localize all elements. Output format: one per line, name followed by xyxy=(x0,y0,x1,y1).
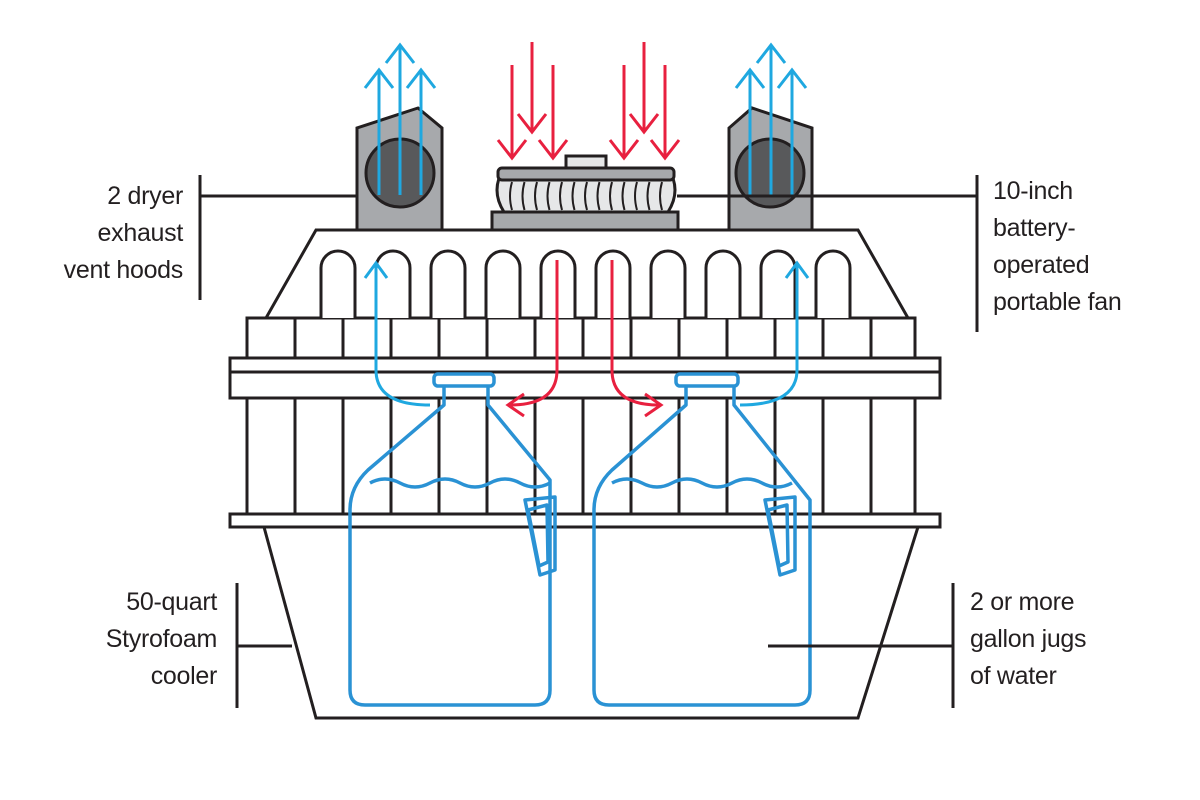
fan-grill-fin xyxy=(609,181,613,211)
cool-air-out-arrows-right xyxy=(734,42,808,195)
lid-wall xyxy=(245,396,917,516)
hot-air-flow-left xyxy=(505,260,559,418)
hot-air-in-arrows xyxy=(496,42,681,161)
arrow-head xyxy=(608,139,640,161)
label-cooler: 50-quart Styrofoam cooler xyxy=(105,588,218,690)
fan-grill-fin xyxy=(571,181,576,211)
lid-slot xyxy=(374,249,412,318)
fan-grill-fin xyxy=(596,181,601,211)
hot-air-flow-right xyxy=(610,260,664,418)
arrow-head xyxy=(496,139,528,161)
label-water-jugs: 2 or more gallon jugs of water xyxy=(970,588,1087,690)
lid-slot xyxy=(759,249,797,318)
fan-grill-fin xyxy=(521,181,526,211)
arrow-head xyxy=(516,113,548,135)
fan-grill-fin xyxy=(621,181,626,211)
arrow-head xyxy=(405,67,437,89)
fan-grill-fin xyxy=(584,181,588,211)
lid-ribs xyxy=(293,318,873,514)
lid-band xyxy=(228,370,942,400)
cool-air-out-arrows-left xyxy=(363,42,437,195)
arrow-head xyxy=(734,67,766,89)
fan-base xyxy=(490,210,680,232)
leader-lines xyxy=(198,175,979,708)
cool-air-flow-left xyxy=(363,260,431,407)
fan-grill-fin xyxy=(509,181,513,211)
arrow-head xyxy=(776,67,808,89)
arrow-head xyxy=(363,67,395,89)
arrow-head xyxy=(628,113,660,135)
cooler-body xyxy=(262,525,921,720)
lid-rim-upper xyxy=(245,316,917,360)
water-jug-left xyxy=(348,372,557,707)
lid-slot xyxy=(649,249,687,318)
fan-grill-fin xyxy=(559,181,563,211)
arrow-head xyxy=(384,42,416,64)
fan-handle xyxy=(564,154,608,170)
arrow-head xyxy=(537,139,569,161)
fan-grill-fin xyxy=(546,181,551,211)
label-portable-fan: 10-inch battery- operated portable fan xyxy=(993,177,1122,316)
fan-cap xyxy=(496,166,676,182)
label-vent-hoods: 2 dryer exhaust vent hoods xyxy=(63,182,184,284)
fan-grill-fin xyxy=(634,181,638,211)
arrow-head xyxy=(755,42,787,64)
lid-slot xyxy=(429,249,467,318)
lid-bottom-rim xyxy=(228,512,942,529)
fan-grill xyxy=(509,181,663,211)
cool-air-flow-right xyxy=(739,260,810,407)
lid-slot xyxy=(814,249,852,318)
water-jug-right xyxy=(592,372,812,707)
fan-grill-fin xyxy=(646,181,651,211)
fan-grill-fin xyxy=(659,181,663,211)
lid-slot xyxy=(484,249,522,318)
fan-grill-fin xyxy=(534,181,538,211)
lid-slot xyxy=(704,249,742,318)
arrow-head xyxy=(649,139,681,161)
lid-top xyxy=(263,228,911,320)
lid-slot xyxy=(319,249,357,318)
lid-ledge xyxy=(228,356,942,374)
cooler-lid xyxy=(228,228,942,529)
